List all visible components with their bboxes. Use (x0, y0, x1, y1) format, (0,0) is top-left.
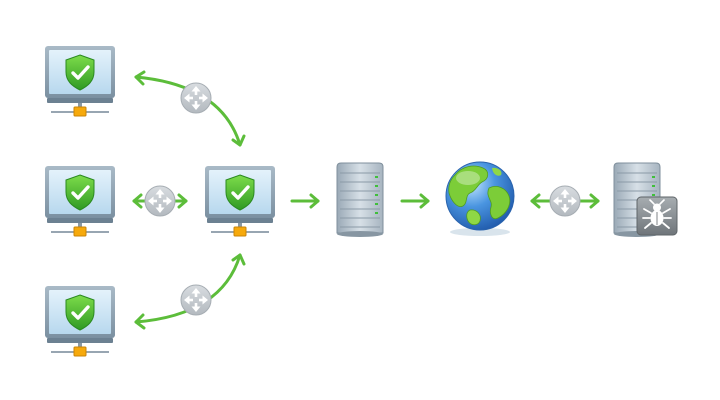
workstation-middle (43, 164, 117, 238)
local-server (336, 162, 384, 238)
workstation-top (43, 44, 117, 118)
antivirus-server (613, 162, 678, 238)
hub-right (548, 184, 582, 218)
antivirus-badge-icon (636, 196, 678, 236)
four-way-arrows-icon (179, 81, 213, 115)
hub-top (179, 81, 213, 115)
workstation-bottom (43, 284, 117, 358)
globe-shadow (450, 228, 510, 236)
protected-workstation-icon (43, 44, 117, 118)
workstation-central (203, 164, 277, 238)
four-way-arrows-icon (143, 184, 177, 218)
four-way-arrows-icon (548, 184, 582, 218)
four-way-arrows-icon (179, 283, 213, 317)
internet (445, 161, 515, 236)
hub-bottom (179, 283, 213, 317)
protected-workstation-icon (43, 164, 117, 238)
server-icon (336, 162, 384, 238)
connection-server-to-internet (400, 193, 430, 209)
connection-central-to-server (290, 193, 320, 209)
globe-icon (445, 161, 515, 231)
protected-workstation-icon (43, 284, 117, 358)
protected-workstation-icon (203, 164, 277, 238)
hub-middle (143, 184, 177, 218)
